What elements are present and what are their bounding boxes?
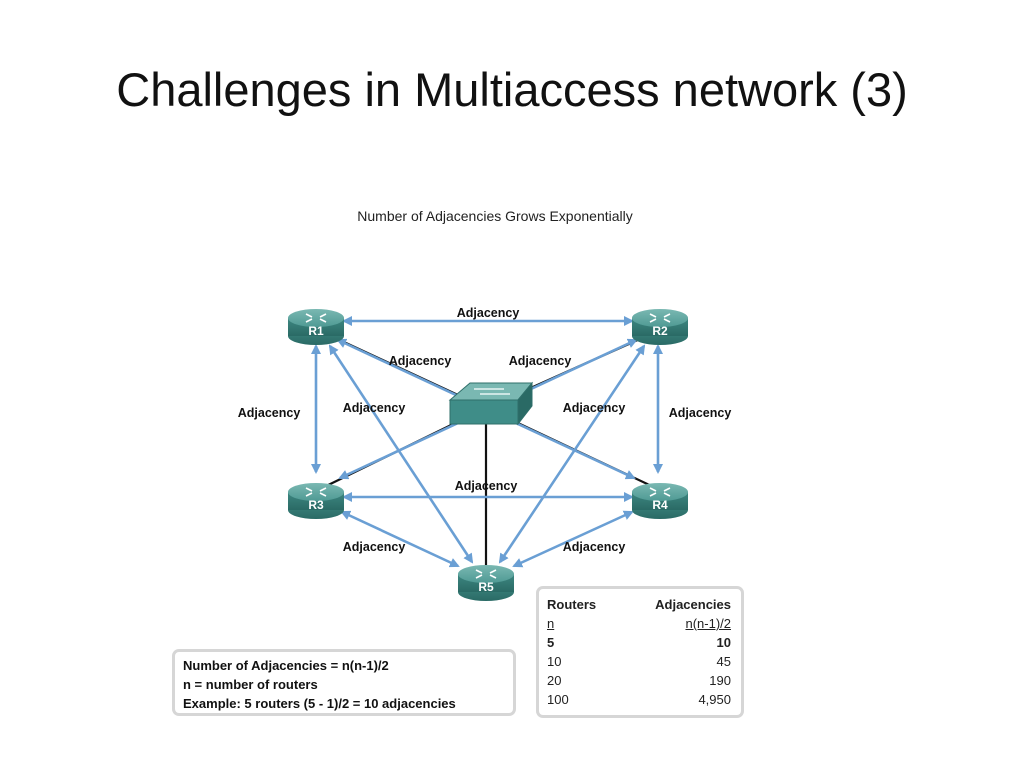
router-r5: R5 [458, 565, 514, 601]
adjacency-r3-r5 [340, 510, 460, 568]
adjacency-label: Adjacency [343, 401, 406, 415]
switch-icon [448, 381, 534, 426]
column-header-routers: Routers [547, 597, 597, 612]
adjacency-table-box: Routers Adjacencies n n(n-1)/2 5 10 10 4… [536, 586, 744, 718]
adjacency-label: Adjacency [457, 306, 520, 320]
formula-box: Number of Adjacencies = n(n-1)/2 n = num… [172, 649, 516, 716]
table-cell: 10 [716, 635, 731, 650]
table-row: 20 190 [547, 671, 731, 690]
router-r4: R4 [632, 483, 688, 519]
table-cell: 100 [547, 692, 569, 707]
table-cell: 190 [709, 673, 731, 688]
adjacency-label: Adjacency [389, 354, 452, 368]
router-r3: R3 [288, 483, 344, 519]
diagram-title: Number of Adjacencies Grows Exponentiall… [357, 208, 633, 224]
adjacency-label: Adjacency [563, 540, 626, 554]
formula-definition: n = number of routers [183, 677, 318, 692]
table-row: 10 45 [547, 652, 731, 671]
adjacency-arrows [311, 316, 663, 568]
adjacency-r2-r5 [498, 344, 646, 564]
slide-title: Challenges in Multiaccess network (3) [116, 63, 908, 116]
table-cell: 20 [547, 673, 562, 688]
router-icon [305, 313, 327, 323]
router-icon [649, 487, 671, 497]
table-cell: 5 [547, 635, 555, 650]
formula-example: Example: 5 routers (5 - 1)/2 = 10 adjace… [183, 696, 456, 711]
adjacency-label: Adjacency [343, 540, 406, 554]
table-row: 5 10 [547, 633, 731, 652]
router-label-r4: R4 [652, 498, 668, 512]
formula-line: Number of Adjacencies = n(n-1)/2 [183, 658, 389, 673]
router-icon [475, 569, 497, 579]
column-header-adjacencies: Adjacencies [655, 597, 731, 612]
router-r2: R2 [632, 309, 688, 345]
adjacency-label: Adjacency [509, 354, 572, 368]
adjacency-r1-r5 [328, 344, 474, 564]
router-r1: R1 [288, 309, 344, 345]
adjacency-label: Adjacency [669, 406, 732, 420]
table-cell: n [547, 616, 555, 631]
table-cell: 4,950 [698, 692, 731, 707]
table-cell: n(n-1)/2 [685, 616, 731, 631]
router-label-r5: R5 [478, 580, 494, 594]
router-label-r3: R3 [308, 498, 324, 512]
adjacency-table: Routers Adjacencies n n(n-1)/2 5 10 10 4… [547, 595, 731, 709]
table-header-row: Routers Adjacencies [547, 595, 731, 614]
table-cell: 45 [716, 654, 731, 669]
router-label-r2: R2 [652, 324, 668, 338]
table-cell: 10 [547, 654, 562, 669]
adjacency-labels: Adjacency Adjacency Adjacency Adjacency … [238, 306, 732, 554]
adjacency-label: Adjacency [563, 401, 626, 415]
router-label-r1: R1 [308, 324, 324, 338]
adjacency-r4-r5 [512, 510, 634, 568]
table-row: 100 4,950 [547, 690, 731, 709]
adjacency-label: Adjacency [455, 479, 518, 493]
router-icon [305, 487, 327, 497]
router-icon [649, 313, 671, 323]
adjacency-label: Adjacency [238, 406, 301, 420]
table-formula-row: n n(n-1)/2 [547, 614, 731, 633]
